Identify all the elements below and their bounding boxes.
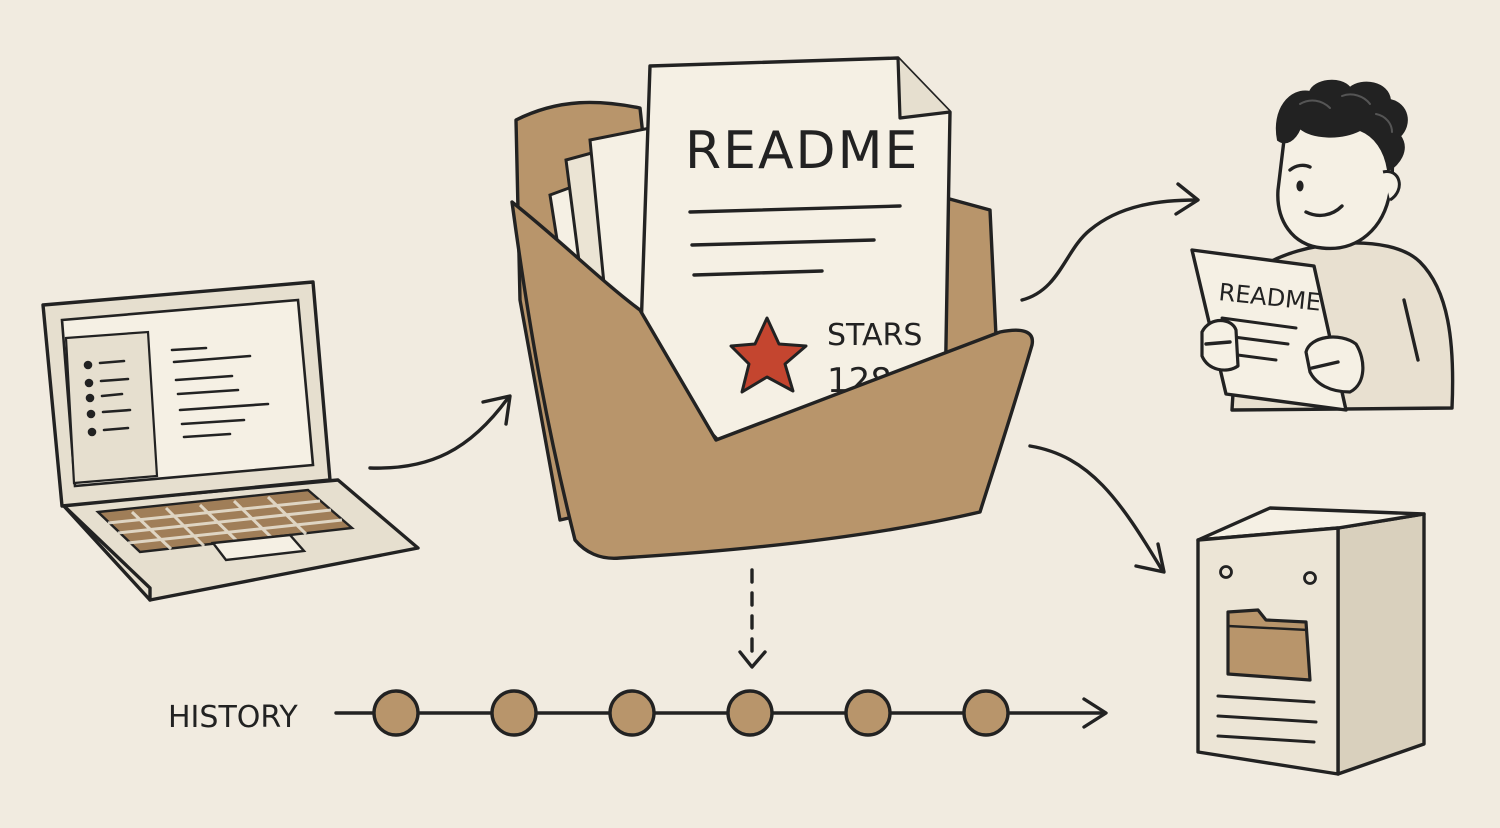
star-icon [729,316,808,394]
timeline-arrowhead [1082,697,1108,729]
server-side [1336,512,1426,776]
history-node [962,689,1010,737]
history-node [372,689,420,737]
history-timeline: HISTORY [168,689,1108,737]
history-node [844,689,892,737]
folder-front [510,200,1035,560]
server-folder-icon [1226,608,1312,682]
person-hair [1275,79,1408,172]
history-node [608,689,656,737]
server-icon [1196,506,1426,776]
arrow-folder-to-history [738,568,767,669]
person-eye [1296,180,1304,192]
arrow-folder-to-server [1028,444,1166,574]
readme-document-icon: README STARS 128 [638,56,952,442]
person-reading-icon: README [1190,79,1455,412]
history-node [490,689,538,737]
folder-icon: README STARS 128 [510,56,1035,560]
history-label: HISTORY [168,700,298,735]
screen-code-lines [83,346,270,439]
arrow-laptop-to-folder [368,394,512,470]
laptop-icon [41,280,420,602]
laptop-trackpad [210,533,307,562]
history-node [726,689,774,737]
person-left-hand [1200,318,1240,372]
arrow-folder-to-reader [1020,182,1200,302]
stars-label: STARS [827,318,922,353]
readme-title: README [685,121,919,181]
